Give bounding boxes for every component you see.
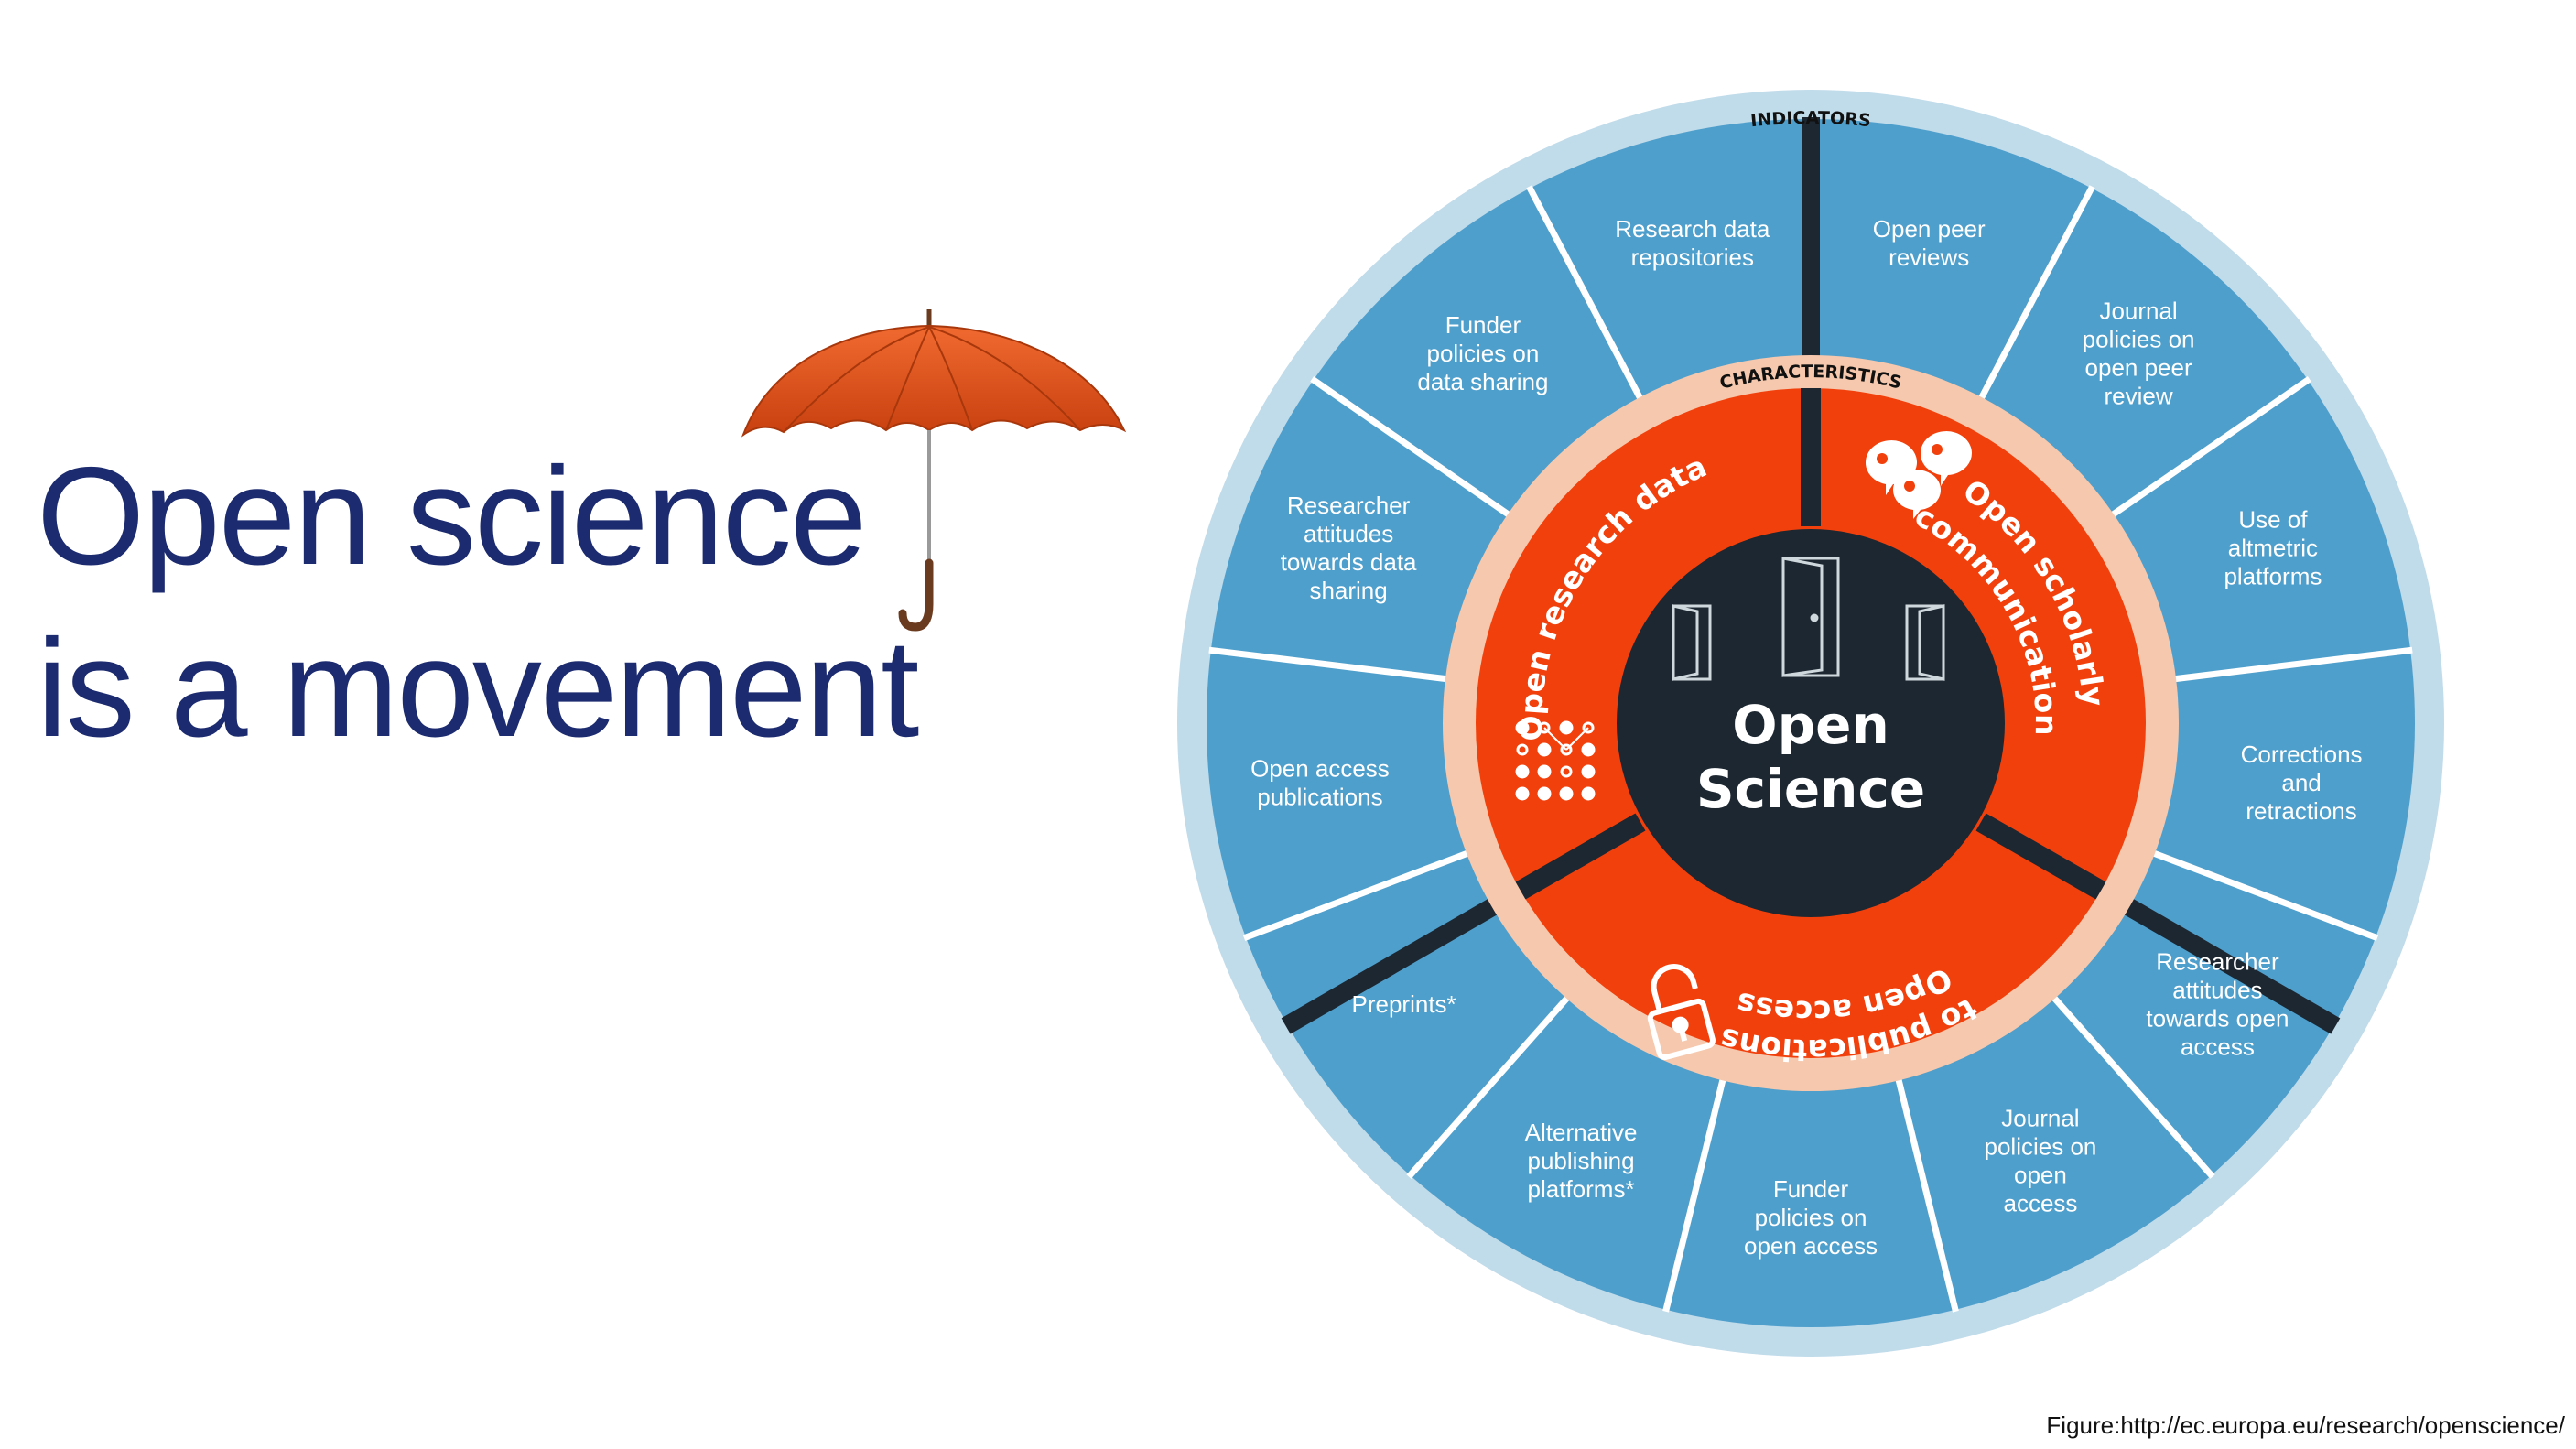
indicator-label-line: Open peer	[1873, 215, 1986, 243]
indicator-label-line: Alternative	[1525, 1119, 1638, 1146]
indicator-label-line: towards data	[1281, 548, 1417, 576]
indicator-label-line: sharing	[1309, 577, 1387, 604]
indicator-label-line: policies on	[1426, 340, 1539, 367]
segment-divider	[1208, 646, 1476, 686]
indicators-label: INDICATORS	[1749, 108, 1871, 131]
indicator-label-line: Use of	[2238, 506, 2308, 534]
indicator-label-line: and	[2281, 769, 2321, 796]
indicator-label-line: retractions	[2246, 797, 2356, 825]
segment-divider	[2126, 839, 2379, 942]
data-network-icon	[1515, 720, 1596, 801]
indicator-label-line: Researcher	[1287, 492, 1411, 519]
indicator-label-line: open	[2014, 1162, 2067, 1189]
segment-divider	[1242, 839, 1496, 942]
slide-title: Open science is a movement	[37, 430, 1135, 774]
indicator-label-line: review	[2105, 382, 2173, 409]
indicator-label-line: Open access	[1250, 755, 1390, 783]
indicator-label-line: Funder	[1773, 1175, 1849, 1203]
segment-divider	[1406, 974, 1589, 1179]
doors-icon	[1672, 557, 1945, 681]
segment-dividers	[1208, 117, 2413, 1313]
indicator-label-line: Research data	[1615, 215, 1770, 243]
segment-divider	[1964, 185, 2095, 426]
indicator-label-line: platforms*	[1528, 1175, 1635, 1203]
indicator-label-line: publishing	[1528, 1147, 1635, 1174]
indicator-label-line: policies on	[1755, 1204, 1867, 1231]
indicator-label-line: open access	[1744, 1232, 1878, 1260]
indicator-label-line: Researcher	[2156, 947, 2279, 975]
indicator-label-line: Journal	[2099, 297, 2177, 324]
segment-divider	[1526, 185, 1657, 426]
indicator-label-line: Preprints*	[1352, 990, 1456, 1018]
indicator-label-line: altmetric	[2228, 535, 2318, 562]
center-label-line1: Open	[1732, 694, 1889, 756]
indicator-label-line: publications	[1257, 784, 1382, 811]
segment-divider	[2032, 974, 2215, 1179]
characteristic-boundary	[2099, 884, 2341, 1034]
indicator-label-line: reviews	[1889, 243, 1969, 271]
segment-divider	[2087, 376, 2311, 534]
indicator-label-line: Journal	[2001, 1105, 2079, 1132]
segment-divider	[1889, 1051, 1959, 1313]
title-line-2: is a movement	[37, 611, 919, 766]
indicator-label-line: attitudes	[2172, 976, 2262, 1003]
svg-text:INDICATORS: INDICATORS	[1749, 108, 1871, 131]
indicator-label-line: open peer	[2085, 353, 2192, 381]
indicator-label-line: Corrections	[2241, 741, 2363, 768]
indicator-label-line: data sharing	[1417, 368, 1548, 395]
figure-credit: Figure:http://ec.europa.eu/research/open…	[2046, 1411, 2565, 1439]
indicator-label-line: attitudes	[1304, 520, 1393, 547]
title-line-1: Open science	[37, 438, 867, 594]
open-science-wheel: INDICATORS CHARACTERISTICS Open research…	[1177, 90, 2444, 1357]
indicator-label-line: policies on	[1985, 1133, 2097, 1161]
center-label-line2: Science	[1696, 758, 1925, 820]
umbrella-icon	[741, 309, 1127, 632]
indicator-label-line: policies on	[2083, 325, 2195, 352]
open-padlock-icon	[1647, 964, 1716, 1061]
indicator-label-line: access	[2003, 1190, 2077, 1217]
indicator-label-line: platforms	[2224, 563, 2322, 590]
segment-divider	[1662, 1051, 1733, 1313]
characteristic-dividers	[1515, 388, 2106, 900]
indicator-label: Preprints*	[1352, 990, 1456, 1018]
segment-divider	[1310, 376, 1534, 534]
indicator-label-line: Funder	[1445, 311, 1521, 339]
indicator-label-line: towards open	[2146, 1004, 2289, 1032]
indicator-label-line: repositories	[1631, 243, 1754, 271]
people-chat-icon	[1865, 431, 1972, 519]
characteristic-boundary	[1281, 884, 1522, 1034]
indicator-label-line: access	[2181, 1033, 2255, 1060]
segment-divider	[2146, 646, 2413, 686]
